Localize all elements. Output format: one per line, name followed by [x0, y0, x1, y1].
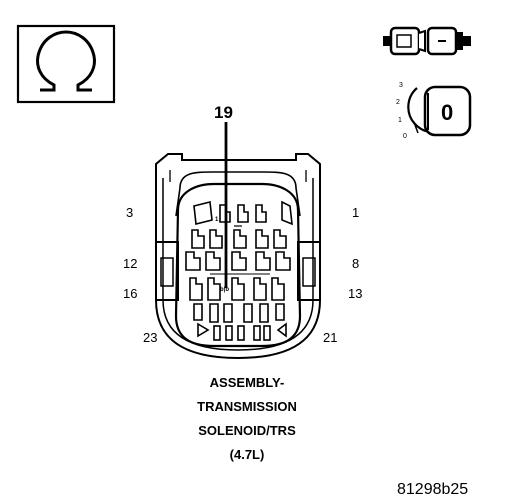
pin-label-13: 13: [348, 286, 362, 301]
dial-label-0: 0: [403, 133, 407, 140]
dial-position-value: 0: [441, 100, 453, 125]
connector-plug-icon: [383, 26, 471, 56]
caption-line-4: (4.7L): [230, 447, 265, 462]
dial-label-2: 2: [396, 99, 400, 106]
inner-mark-upper: 1: [215, 217, 219, 223]
ohm-symbol-icon: [16, 24, 116, 104]
pin-label-3: 3: [126, 205, 133, 220]
pin-cavity-grid: [185, 200, 293, 341]
pin-label-16: 16: [123, 286, 137, 301]
connector-body: [155, 153, 321, 360]
pin-label-12: 12: [123, 256, 137, 271]
caption-line-1: ASSEMBLY-: [210, 375, 285, 390]
pin-label-8: 8: [352, 256, 359, 271]
dial-label-1: 1: [398, 117, 402, 124]
pin-label-23: 23: [143, 330, 157, 345]
callout-19-label: 19: [214, 103, 233, 122]
inner-mark-lower: b|b: [220, 287, 229, 293]
dial-label-3: 3: [399, 82, 403, 89]
position-dial-icon: 3 2 1 0 0: [396, 82, 472, 140]
caption-line-2: TRANSMISSION: [197, 399, 297, 414]
figure-id: 81298b25: [397, 481, 468, 498]
caption-line-3: SOLENOID/TRS: [198, 423, 296, 438]
pin-label-1: 1: [352, 205, 359, 220]
pin-label-21: 21: [323, 330, 337, 345]
